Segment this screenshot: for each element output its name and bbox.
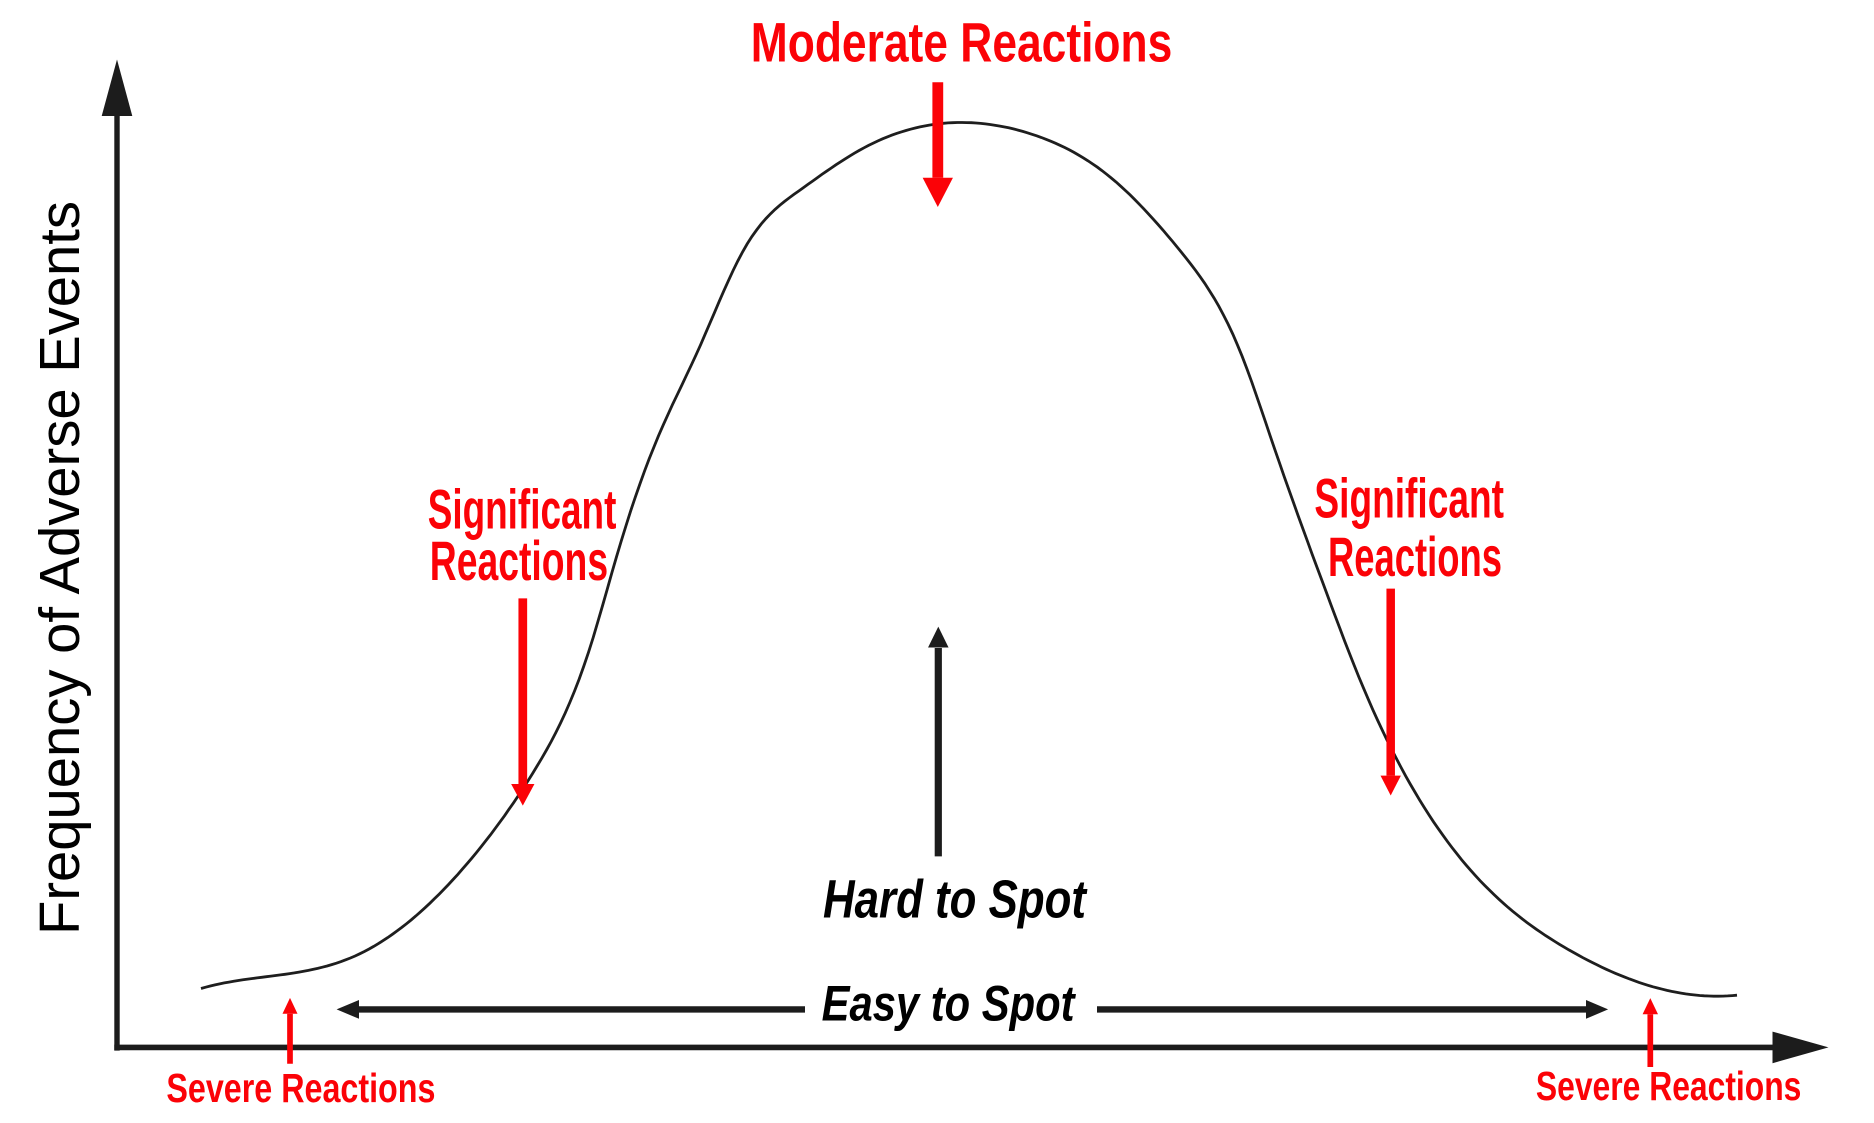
svg-text:Frequency of Adverse Events: Frequency of Adverse Events <box>28 201 92 935</box>
svg-text:Reactions: Reactions <box>1328 526 1502 588</box>
svg-text:Severe Reactions: Severe Reactions <box>1536 1063 1802 1109</box>
svg-text:Hard to Spot: Hard to Spot <box>823 871 1088 930</box>
svg-text:Moderate Reactions: Moderate Reactions <box>751 11 1173 74</box>
svg-text:Easy to Spot: Easy to Spot <box>822 975 1077 1031</box>
svg-text:Significant: Significant <box>1314 468 1504 530</box>
svg-text:Severe Reactions: Severe Reactions <box>166 1065 435 1111</box>
svg-text:Reactions: Reactions <box>430 530 608 592</box>
svg-text:Significant: Significant <box>428 478 617 540</box>
